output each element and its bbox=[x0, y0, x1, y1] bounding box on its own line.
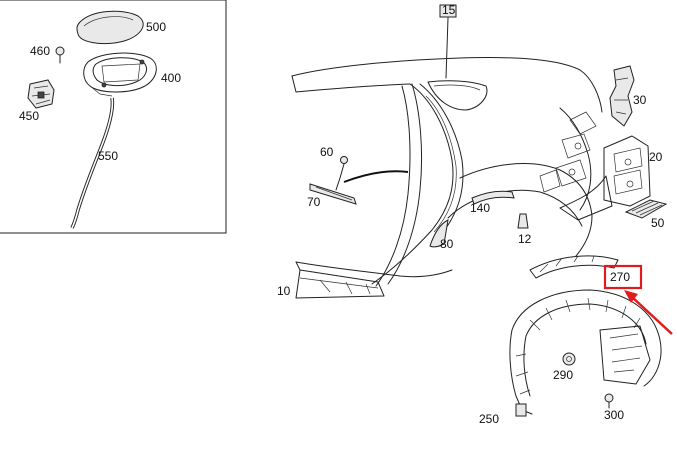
highlight-arrow-line bbox=[631, 296, 673, 335]
part-270-wheelhouse-liner-upper[interactable] bbox=[529, 255, 619, 279]
label-60: 60 bbox=[320, 145, 334, 159]
part-20-rear-panel[interactable] bbox=[559, 135, 651, 221]
label-20: 20 bbox=[649, 150, 663, 164]
part-500-fuel-door[interactable] bbox=[76, 10, 144, 45]
label-250: 250 bbox=[479, 412, 499, 426]
label-290: 290 bbox=[553, 368, 573, 382]
part-460-screw[interactable] bbox=[55, 46, 65, 64]
part-10-side-panel[interactable] bbox=[291, 57, 603, 299]
label-80: 80 bbox=[440, 237, 454, 251]
part-80-cover[interactable] bbox=[429, 219, 449, 248]
label-10: 10 bbox=[277, 284, 291, 298]
label-460: 460 bbox=[30, 44, 50, 58]
part-15-roof-clip[interactable] bbox=[439, 4, 457, 79]
part-290-nut[interactable] bbox=[562, 352, 576, 366]
highlight-270: 270 bbox=[603, 264, 673, 335]
label-270[interactable]: 270 bbox=[610, 270, 630, 284]
label-550: 550 bbox=[98, 149, 118, 163]
fuel-filler-inset: 500 460 400 450 550 bbox=[0, 0, 227, 234]
label-15: 15 bbox=[442, 3, 456, 17]
part-12-plug[interactable] bbox=[517, 213, 529, 229]
label-500: 500 bbox=[146, 20, 166, 34]
label-50: 50 bbox=[651, 216, 665, 230]
part-50-vent-grille[interactable] bbox=[624, 199, 668, 219]
label-400: 400 bbox=[161, 71, 181, 85]
part-300-screw[interactable] bbox=[604, 393, 614, 409]
label-12: 12 bbox=[518, 232, 532, 246]
highlight-arrow-head bbox=[624, 290, 638, 303]
part-250-wheelhouse-liner[interactable] bbox=[509, 289, 662, 417]
part-550-drain-hose[interactable] bbox=[70, 97, 115, 229]
label-300: 300 bbox=[604, 408, 624, 422]
part-30-bracket[interactable] bbox=[609, 65, 635, 127]
label-30: 30 bbox=[633, 93, 647, 107]
label-450: 450 bbox=[19, 109, 39, 123]
part-140-trim-strip[interactable] bbox=[471, 190, 515, 205]
part-400-filler-housing[interactable] bbox=[83, 52, 157, 97]
label-70: 70 bbox=[307, 195, 321, 209]
label-140: 140 bbox=[470, 201, 490, 215]
part-70-seal-strip[interactable] bbox=[309, 183, 357, 205]
highlight-box bbox=[603, 264, 643, 290]
part-60-sensor[interactable] bbox=[335, 156, 409, 191]
part-450-actuator[interactable] bbox=[27, 79, 55, 109]
